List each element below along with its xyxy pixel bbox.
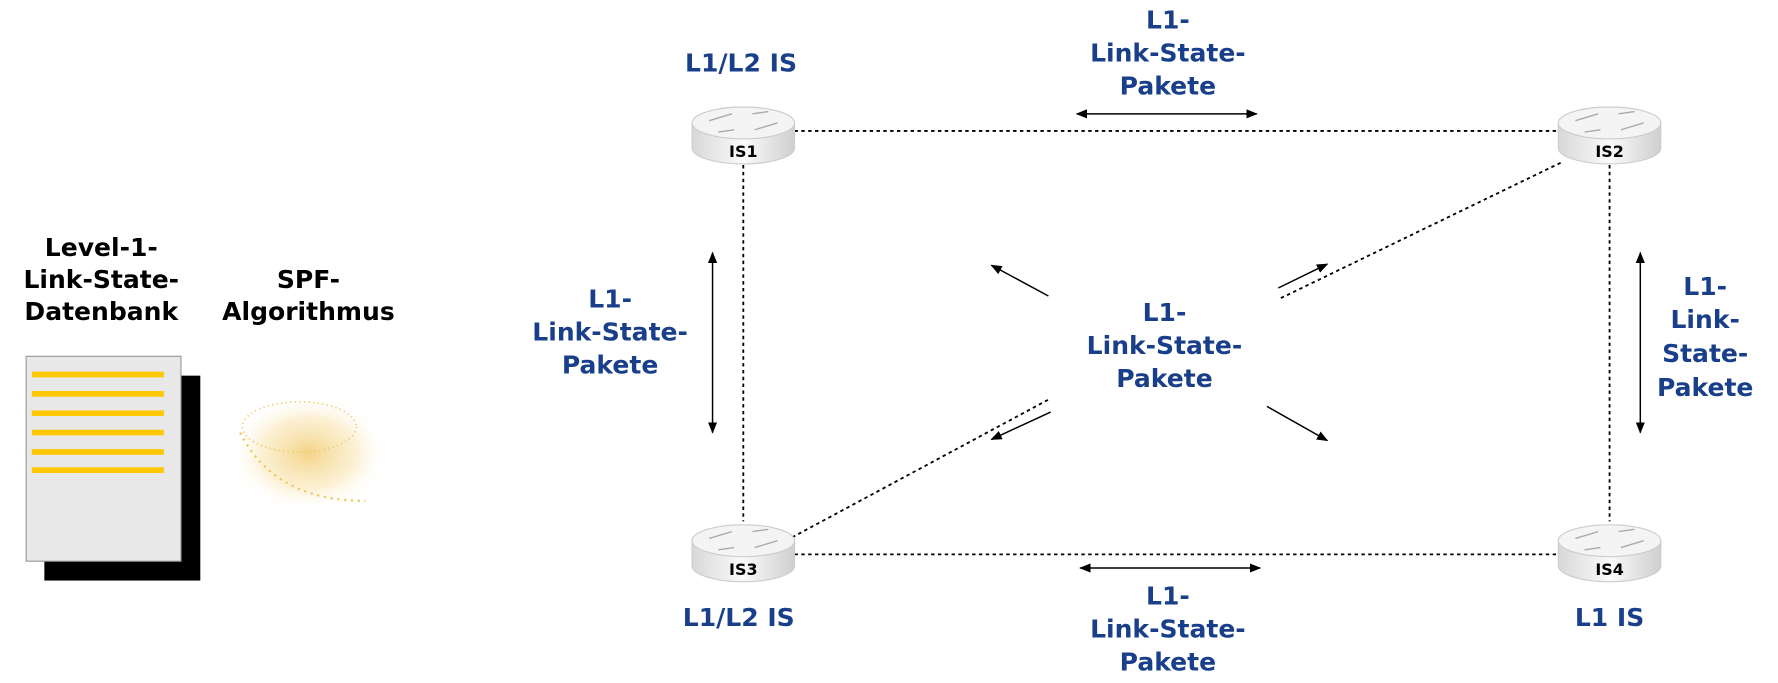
arrow-down-right <box>1266 405 1329 442</box>
spf-algorithm-image <box>228 393 389 513</box>
label-line: Pakete <box>1120 647 1216 676</box>
spf-label-line: SPF- <box>277 265 340 294</box>
label-line: L1- <box>1143 298 1187 327</box>
router-is3: IS3 <box>691 524 796 583</box>
label-line: Pakete <box>1120 71 1216 100</box>
database-label-line: Level-1- <box>45 233 158 262</box>
router-is1: IS1 <box>691 106 796 165</box>
router-is2: IS2 <box>1557 106 1662 165</box>
link-is2-center <box>1280 161 1562 300</box>
label-line: Pakete <box>1657 373 1753 402</box>
link-is3-center <box>791 397 1052 539</box>
router-role-is3: L1/L2 IS <box>683 603 795 632</box>
arrow-up-right <box>1277 263 1329 289</box>
arrow-up-left <box>990 264 1049 297</box>
label-line: Pakete <box>1116 364 1212 393</box>
database-document-icon <box>25 355 201 581</box>
link-label-left: L1- Link-State- Pakete <box>532 284 688 379</box>
router-role-is1: L1/L2 IS <box>685 49 797 78</box>
database-label-line: Link-State- <box>23 265 179 294</box>
label-line: Link-State- <box>1090 38 1246 67</box>
label-line: L1- <box>1146 581 1190 610</box>
link-label-top: L1- Link-State- Pakete <box>1090 5 1246 100</box>
link-label-right: L1- Link- State- Pakete <box>1657 272 1753 402</box>
links <box>742 129 1611 556</box>
router-is4: IS4 <box>1557 524 1662 583</box>
router-name: IS2 <box>1595 142 1623 161</box>
database-label-line: Datenbank <box>24 297 179 326</box>
spf-label-line: Algorithmus <box>222 297 395 326</box>
label-line: Link-State- <box>1087 331 1243 360</box>
label-line: Link-State- <box>532 317 688 346</box>
database-label: Level-1- Link-State- Datenbank <box>23 233 179 326</box>
link-label-center: L1- Link-State- Pakete <box>1087 298 1243 393</box>
arrow-down-left <box>990 411 1051 441</box>
label-line: Link- <box>1670 305 1739 334</box>
flooding-arrows <box>708 109 1645 573</box>
router-name: IS1 <box>729 142 757 161</box>
router-name: IS3 <box>729 560 757 579</box>
router-role-is4: L1 IS <box>1575 603 1644 632</box>
label-line: State- <box>1662 339 1748 368</box>
label-line: L1- <box>588 284 632 313</box>
label-line: Pakete <box>562 350 658 379</box>
label-line: L1- <box>1146 5 1190 34</box>
label-line: L1- <box>1683 272 1727 301</box>
label-line: Link-State- <box>1090 614 1246 643</box>
router-name: IS4 <box>1595 560 1623 579</box>
link-label-bottom: L1- Link-State- Pakete <box>1090 581 1246 676</box>
spf-algorithm-label: SPF- Algorithmus <box>222 265 395 326</box>
